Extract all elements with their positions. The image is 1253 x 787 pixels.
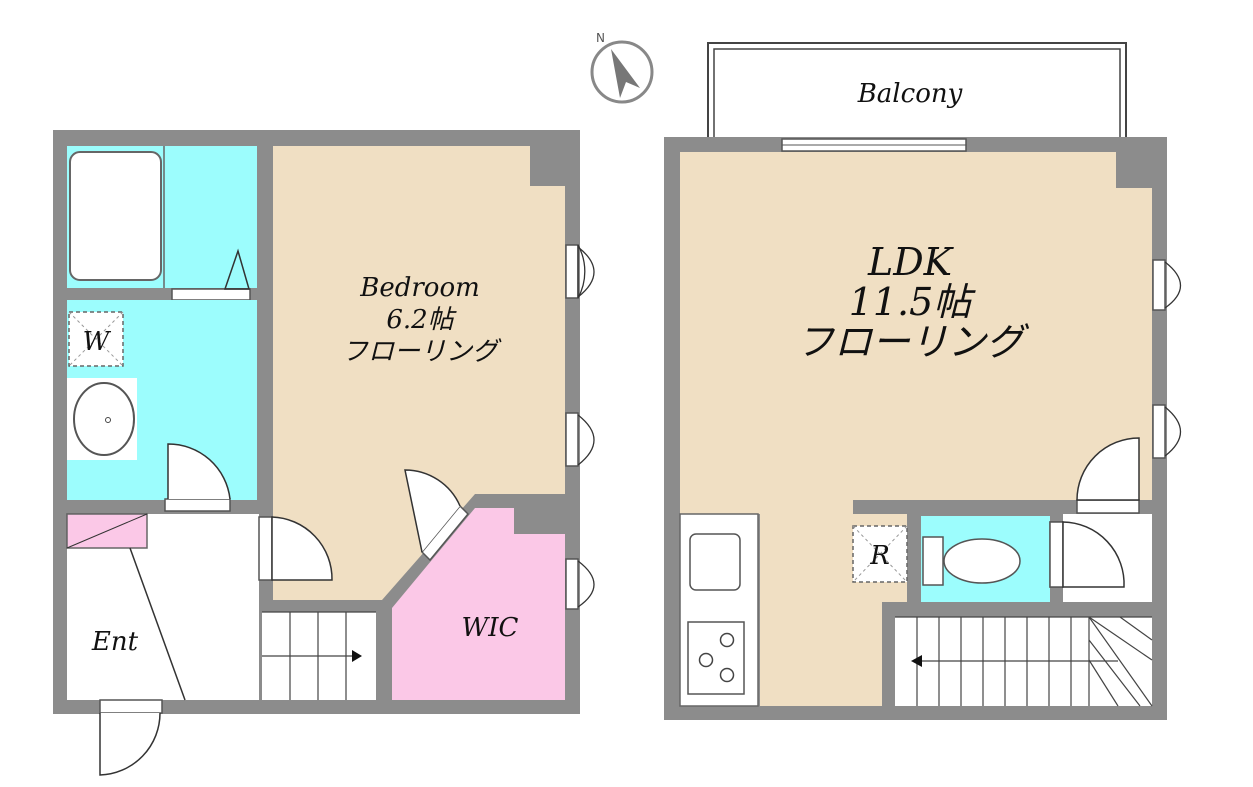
bedroom	[273, 146, 565, 600]
folding-door-icon	[223, 248, 250, 290]
door-swing-icon	[167, 443, 231, 500]
bath-door	[171, 288, 251, 301]
bedroom-floor: フローリング	[342, 337, 502, 367]
ldk-name: LDK	[867, 240, 955, 284]
stairs2-arrow-icon	[911, 655, 922, 667]
ldk-room	[680, 152, 1152, 706]
toilet-tank-icon	[922, 536, 944, 586]
compass-arrow-icon	[611, 49, 640, 98]
stove-icon	[687, 621, 745, 695]
ldk-door	[1076, 499, 1140, 514]
wic-door	[420, 504, 470, 562]
step-line	[129, 547, 186, 701]
wic-door-swing-icon	[404, 469, 461, 553]
bedroom-door	[258, 516, 273, 581]
ldk-floor: フローリング	[796, 320, 1030, 364]
sink-icon	[73, 382, 135, 456]
fridge-label: R	[869, 541, 890, 571]
balcony-label: Balcony	[857, 79, 963, 109]
washer-label: W	[83, 327, 112, 357]
floor-1: W Ent Bedroom 6.2帖 フローリング	[53, 130, 595, 776]
floor2-windows	[1152, 259, 1181, 459]
bedroom-name: Bedroom	[359, 273, 480, 303]
front-door-swing-icon	[99, 712, 161, 776]
washroom-door	[164, 498, 231, 512]
ldk-door-swing-icon	[1076, 437, 1140, 501]
toilet-bowl-icon	[943, 538, 1021, 584]
wic-label: WIC	[462, 613, 519, 643]
stairs-arrow-icon	[352, 650, 362, 662]
kitchen-sink-icon	[689, 533, 741, 591]
bedroom-door-swing-icon	[271, 516, 333, 581]
balcony	[707, 42, 1127, 139]
ldk-size: 11.5帖	[849, 280, 977, 324]
entrance-label: Ent	[91, 627, 139, 657]
bedroom-size: 6.2帖	[386, 305, 457, 335]
compass: N	[590, 31, 654, 104]
floor-2: Balcony LDK 11.5帖 フローリング R	[664, 42, 1181, 720]
front-door	[99, 699, 163, 714]
bathtub-icon	[69, 151, 162, 281]
walk-in-closet	[392, 508, 565, 700]
compass-north-label: N	[596, 31, 605, 45]
floor1-windows	[565, 244, 595, 610]
